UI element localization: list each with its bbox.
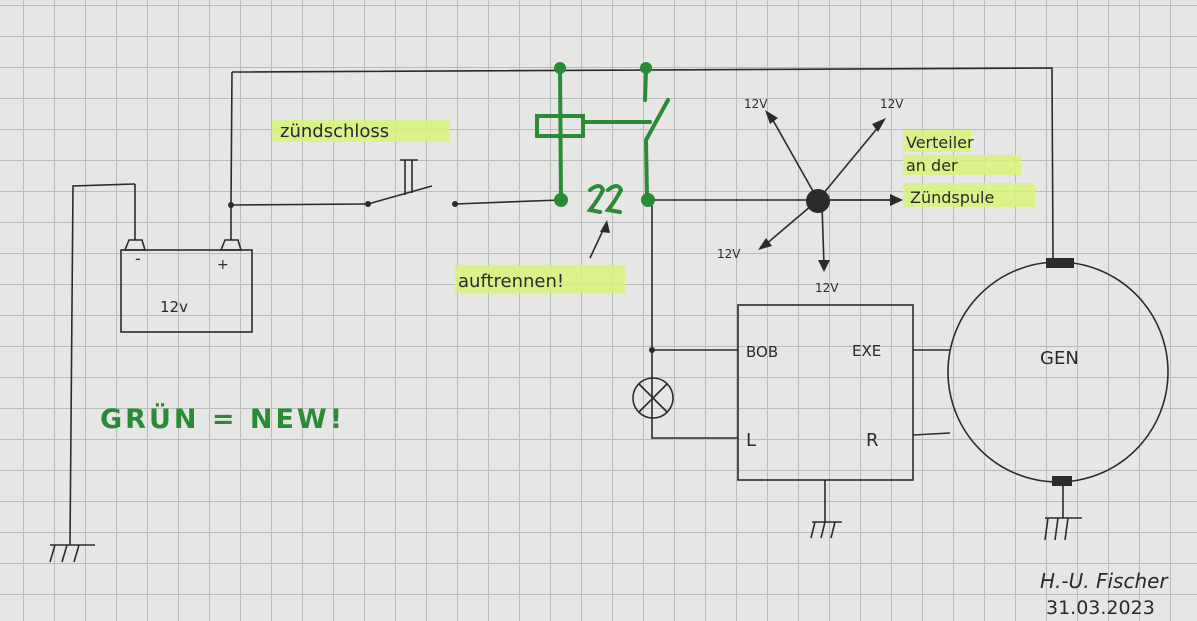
generator-circle bbox=[947, 261, 1169, 483]
generator-label: GEN bbox=[1040, 348, 1079, 369]
gen-terminal-bottom bbox=[1052, 476, 1072, 486]
battery-plus: + bbox=[217, 257, 229, 273]
signature-date: 31.03.2023 bbox=[1046, 597, 1155, 619]
distributor-note-1: Verteiler bbox=[906, 133, 974, 152]
terminal-r: R bbox=[866, 430, 879, 451]
lamp-circle bbox=[632, 377, 674, 419]
terminal-exe: EXE bbox=[852, 342, 881, 360]
distributor-note-3: Zündspule bbox=[910, 188, 994, 207]
distributor-12v-4: 12V bbox=[815, 281, 839, 295]
battery-body bbox=[120, 249, 253, 333]
distributor-note-2: an der bbox=[906, 156, 958, 175]
gen-terminal-top bbox=[1046, 258, 1074, 268]
distributor-12v-3: 12V bbox=[717, 247, 741, 261]
ignition-switch-label: zündschloss bbox=[280, 121, 389, 142]
relay-green bbox=[535, 66, 670, 214]
distributor-node bbox=[806, 189, 830, 213]
relay-terminals bbox=[554, 62, 655, 207]
terminal-bob: BOB bbox=[746, 343, 778, 361]
battery-minus: - bbox=[135, 249, 141, 268]
terminal-l: L bbox=[746, 430, 756, 451]
arrowheads bbox=[228, 110, 1074, 486]
signature: H.-U. Fischer bbox=[1040, 569, 1169, 593]
battery-label: 12v bbox=[160, 298, 188, 316]
distributor-12v-1: 12V bbox=[744, 97, 768, 111]
distributor-12v-2: 12V bbox=[880, 97, 904, 111]
cut-note: auftrennen! bbox=[458, 271, 564, 292]
black-wires bbox=[49, 67, 1169, 563]
regulator-box bbox=[737, 304, 914, 481]
legend-green-new: GRÜN = NEW! bbox=[100, 402, 345, 435]
